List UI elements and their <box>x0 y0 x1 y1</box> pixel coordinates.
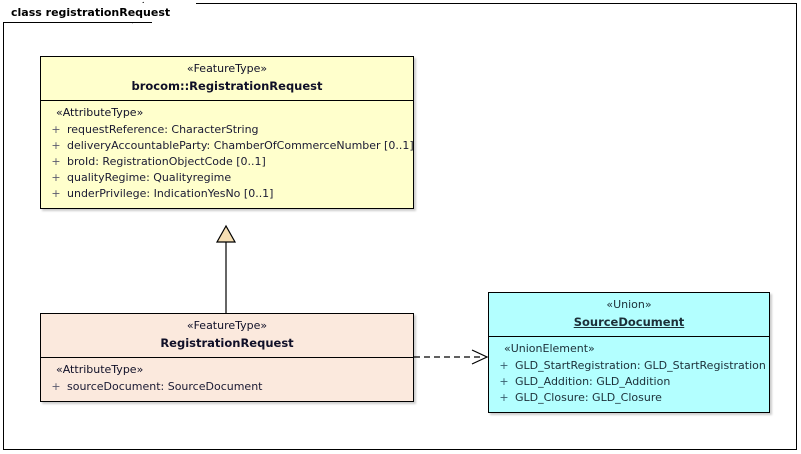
compartment-divider <box>489 335 769 337</box>
generalization-connector[interactable] <box>215 224 237 313</box>
attribute-row[interactable]: + underPrivilege: IndicationYesNo [0..1] <box>45 186 409 202</box>
compartment-stereotype: «UnionElement» <box>504 341 595 355</box>
attributes-compartment: «UnionElement» + GLD_StartRegistration: … <box>489 337 769 412</box>
attribute-text: GLD_Addition: GLD_Addition <box>515 374 671 388</box>
compartment-divider <box>41 99 413 101</box>
compartment-divider <box>41 356 413 358</box>
diagram-title-tab: class registrationRequest <box>3 3 197 22</box>
class-header: «FeatureType» brocom::RegistrationReques… <box>41 57 413 100</box>
attribute-row[interactable]: + qualityRegime: Qualityregime <box>45 170 409 186</box>
attribute-text: underPrivilege: IndicationYesNo [0..1] <box>67 186 274 200</box>
generalization-hollow-triangle-icon <box>215 224 237 243</box>
attribute-visibility: + <box>51 170 61 184</box>
class-name: RegistrationRequest <box>160 335 294 350</box>
attribute-text: broId: RegistrationObjectCode [0..1] <box>67 154 266 168</box>
attributes-compartment: «AttributeType» + sourceDocument: Source… <box>41 358 413 401</box>
class-header: «FeatureType» RegistrationRequest <box>41 314 413 357</box>
class-name: SourceDocument <box>573 314 685 329</box>
attribute-text: requestReference: CharacterString <box>67 122 259 136</box>
diagram-title-label: class registrationRequest <box>11 6 171 19</box>
attribute-text: deliveryAccountableParty: ChamberOfComme… <box>67 138 414 152</box>
attribute-visibility: + <box>51 154 61 168</box>
attribute-row[interactable]: + GLD_StartRegistration: GLD_StartRegist… <box>493 358 765 374</box>
dependency-connector[interactable] <box>414 349 489 365</box>
attribute-visibility: + <box>499 374 509 388</box>
diagram-tab-underline <box>4 22 152 23</box>
attribute-visibility: + <box>51 138 61 152</box>
compartment-stereotype: «AttributeType» <box>56 362 144 376</box>
attribute-visibility: + <box>51 379 61 393</box>
attribute-text: qualityRegime: Qualityregime <box>67 170 232 184</box>
attribute-text: sourceDocument: SourceDocument <box>67 379 263 393</box>
class-stereotype: «Union» <box>606 298 652 311</box>
attribute-text: GLD_Closure: GLD_Closure <box>515 390 662 404</box>
attributes-compartment: «AttributeType» + requestReference: Char… <box>41 101 413 208</box>
attribute-visibility: + <box>499 358 509 372</box>
attribute-row[interactable]: + GLD_Addition: GLD_Addition <box>493 374 765 390</box>
class-name: brocom::RegistrationRequest <box>131 78 323 93</box>
attribute-visibility: + <box>51 186 61 200</box>
class-box-brocom-registrationrequest[interactable]: «FeatureType» brocom::RegistrationReques… <box>40 56 414 209</box>
attribute-row[interactable]: + sourceDocument: SourceDocument <box>45 379 409 395</box>
attribute-row[interactable]: + GLD_Closure: GLD_Closure <box>493 390 765 406</box>
dependency-open-arrow-icon <box>471 349 489 365</box>
attribute-visibility: + <box>499 390 509 404</box>
class-box-registrationrequest[interactable]: «FeatureType» RegistrationRequest «Attri… <box>40 313 414 402</box>
class-header: «Union» SourceDocument <box>489 293 769 336</box>
compartment-stereotype: «AttributeType» <box>56 105 144 119</box>
attribute-row[interactable]: + broId: RegistrationObjectCode [0..1] <box>45 154 409 170</box>
class-box-sourcedocument[interactable]: «Union» SourceDocument «UnionElement» + … <box>488 292 770 413</box>
attribute-row[interactable]: + deliveryAccountableParty: ChamberOfCom… <box>45 138 413 154</box>
class-stereotype: «FeatureType» <box>186 319 268 332</box>
attribute-row[interactable]: + requestReference: CharacterString <box>45 122 409 138</box>
attribute-visibility: + <box>51 122 61 136</box>
attribute-text: GLD_StartRegistration: GLD_StartRegistra… <box>515 358 766 372</box>
class-stereotype: «FeatureType» <box>186 62 268 75</box>
